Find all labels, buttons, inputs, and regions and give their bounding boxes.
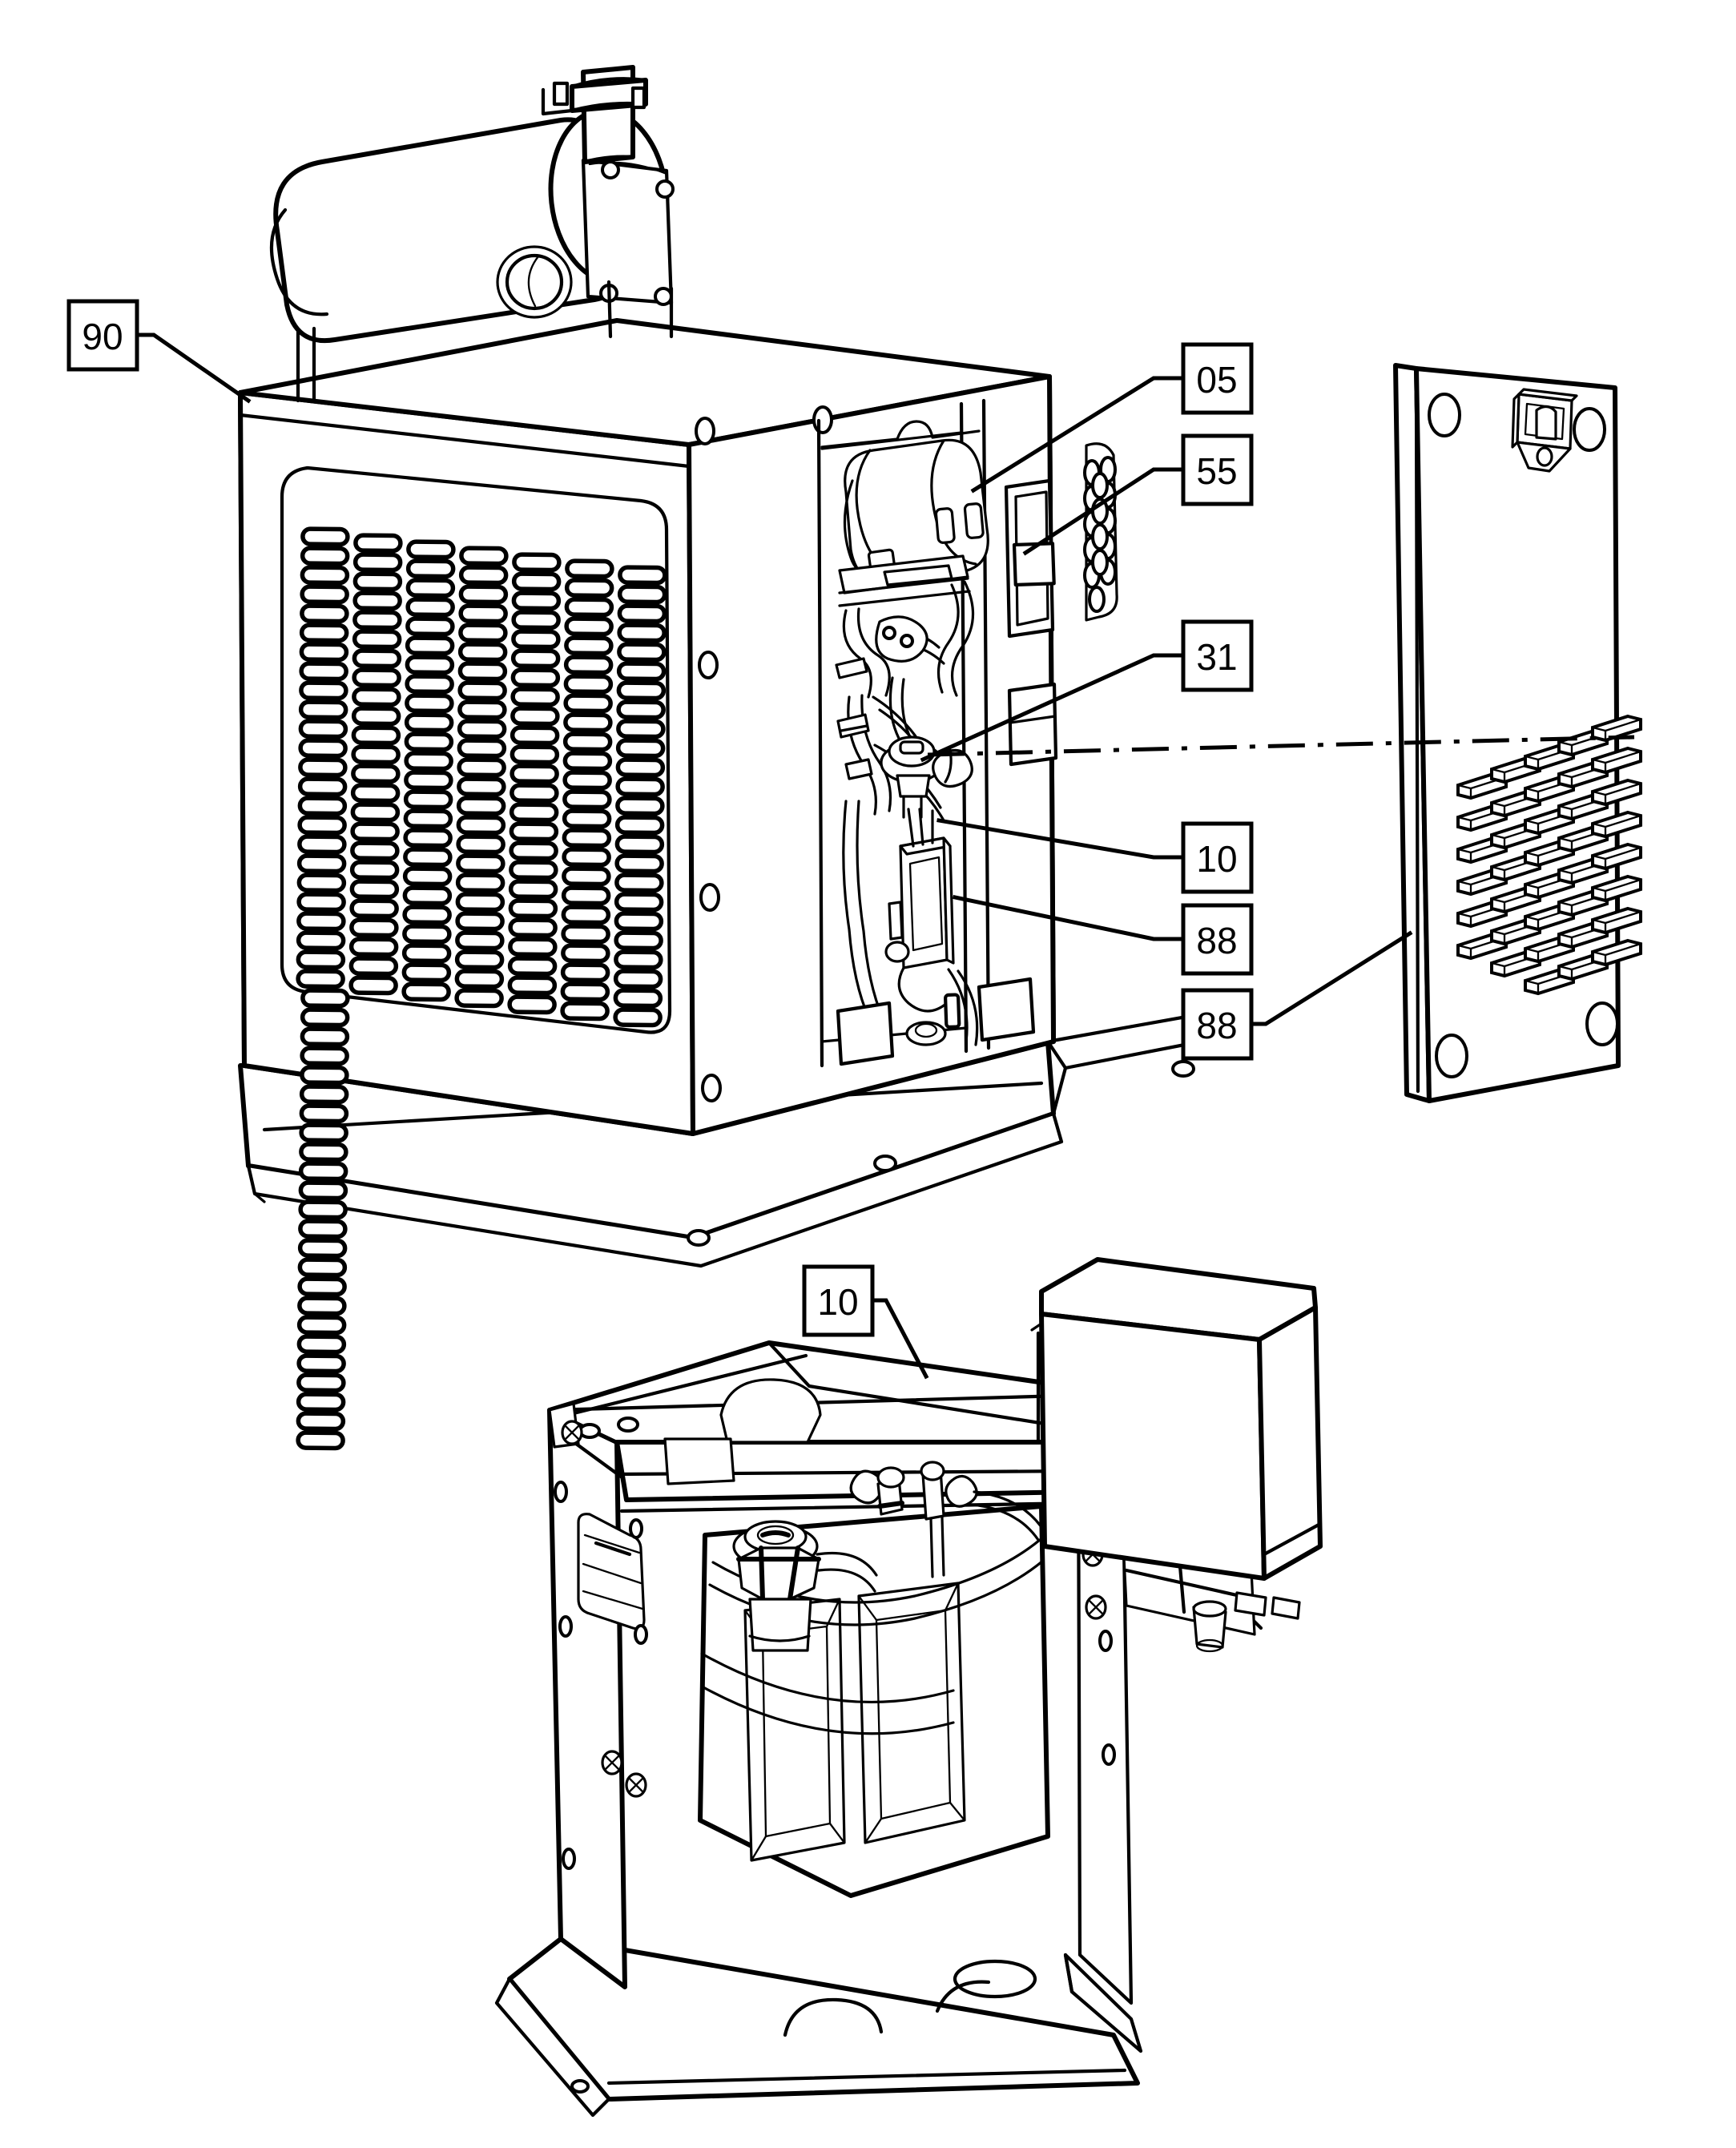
mounting-hole: [1573, 407, 1606, 452]
callout-label: 88: [1196, 1005, 1237, 1046]
center-reference-line: [927, 735, 1635, 757]
callout-label: 88: [1196, 920, 1237, 961]
control-panel: [1004, 478, 1058, 767]
callout-88-upper[interactable]: 88: [1181, 903, 1254, 976]
leader-lines: [135, 332, 1413, 1380]
callout-label: 55: [1196, 450, 1237, 492]
callout-05[interactable]: 05: [1181, 342, 1254, 415]
callout-88-lower[interactable]: 88: [1181, 988, 1254, 1061]
cylindrical-tank: [269, 107, 675, 403]
callout-31[interactable]: 31: [1181, 619, 1254, 692]
wiring-harness: [835, 580, 975, 822]
latch-bracket: [1511, 388, 1578, 473]
callout-label: 10: [1196, 838, 1237, 880]
mounting-hole: [1585, 1001, 1619, 1046]
front-louver-grille: [280, 465, 672, 1449]
callout-label: 90: [82, 316, 123, 357]
callout-label: 31: [1196, 636, 1237, 678]
burner-assembly-detail: [494, 1257, 1323, 2118]
burner-gas-fitting: [732, 1520, 878, 1652]
callout-90[interactable]: 90: [66, 299, 139, 372]
cabinet-interior: [816, 398, 1118, 1068]
igniter-module: [884, 808, 955, 1013]
side-perforated-vent: [1083, 442, 1118, 622]
callout-55[interactable]: 55: [1181, 433, 1254, 506]
control-box: [1030, 1257, 1323, 1581]
callout-10-lower[interactable]: 10: [802, 1264, 875, 1337]
callout-label: 10: [817, 1281, 858, 1323]
callout-label: 05: [1196, 359, 1237, 401]
main-cabinet-assembly: [238, 65, 1236, 1449]
mounting-hole: [1428, 393, 1461, 437]
gas-manifold-fittings: [849, 1461, 1043, 1578]
callout-10-upper[interactable]: 10: [1181, 821, 1254, 894]
side-louver-vent: [577, 1513, 646, 1630]
flue-outlet-collar: [541, 65, 648, 164]
mounting-hole: [1435, 1034, 1468, 1078]
side-access-panel: [1393, 363, 1642, 1103]
